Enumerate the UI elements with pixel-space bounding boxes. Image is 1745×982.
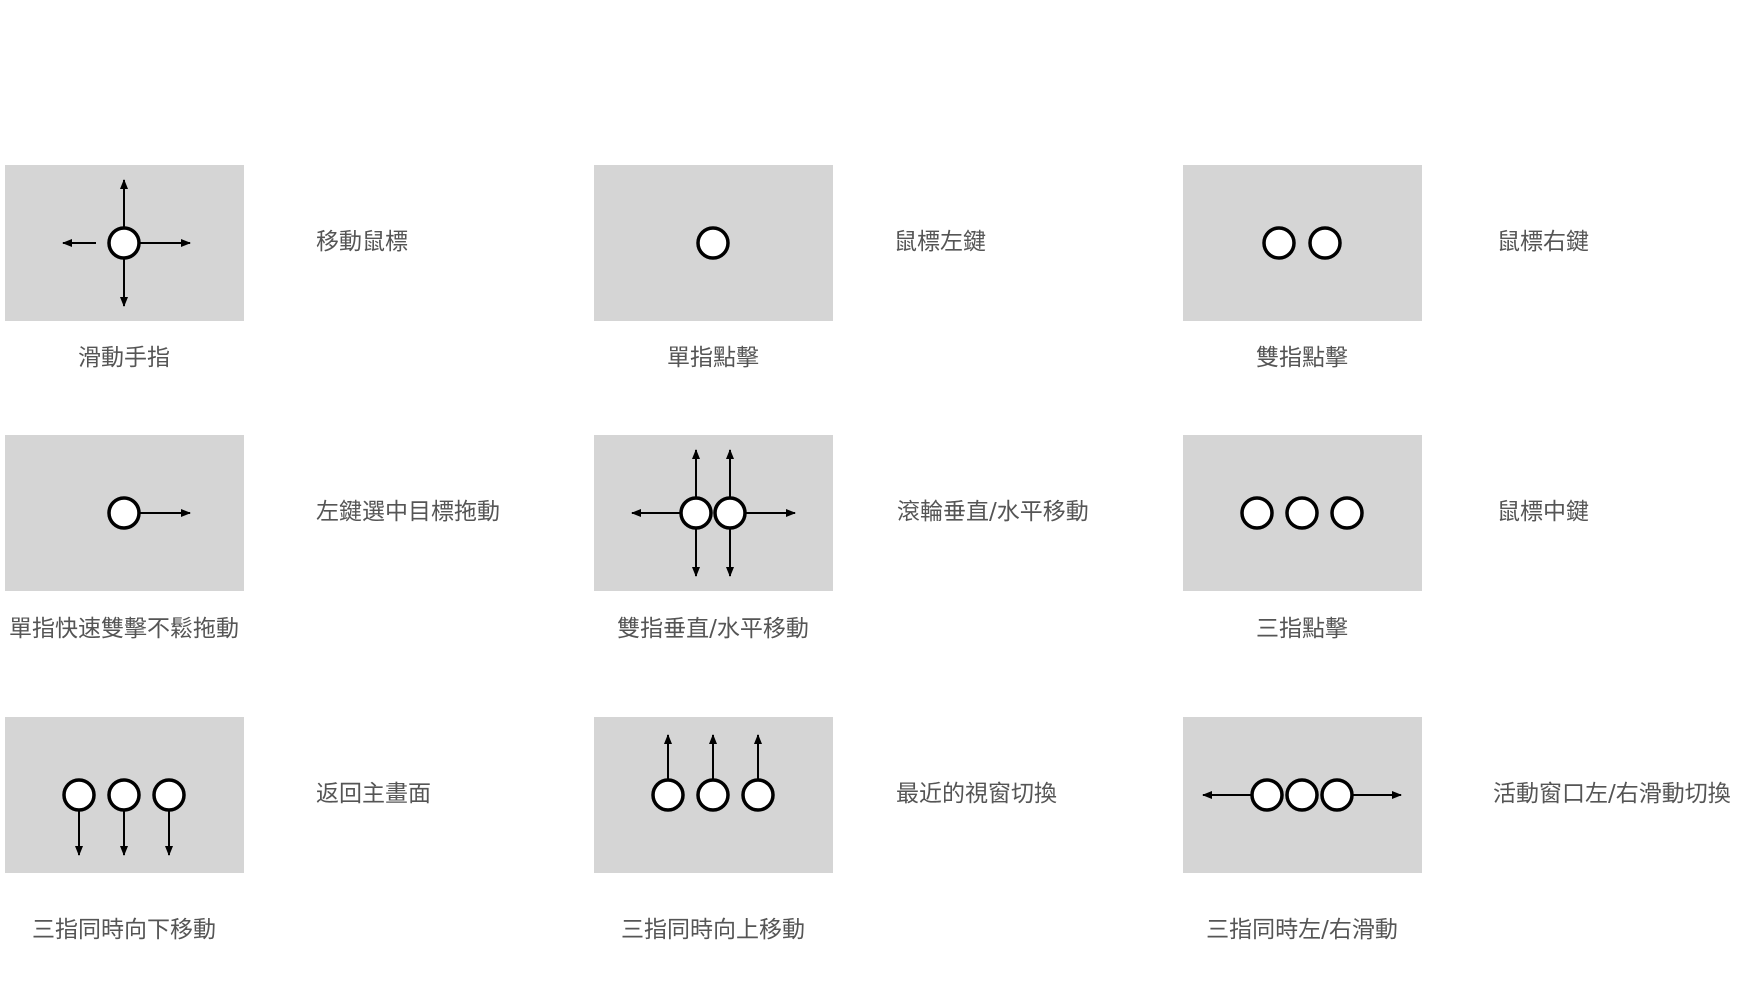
three-finger-swipe-down-icon — [62, 778, 186, 856]
gesture-action-label: 最近的視窗切換 — [896, 781, 1057, 807]
gesture-panel — [1183, 165, 1422, 321]
gesture-action-label: 鼠標左鍵 — [894, 229, 986, 255]
gesture-caption: 單指快速雙擊不鬆拖動 — [9, 616, 239, 642]
gesture-action-label: 活動窗口左/右滑動切換 — [1493, 781, 1731, 807]
gesture-action-label: 移動鼠標 — [316, 229, 408, 255]
gesture-panel — [594, 435, 833, 591]
gesture-action-label: 滾輪垂直/水平移動 — [897, 499, 1089, 525]
one-finger-four-way-arrows-icon — [62, 179, 191, 307]
gesture-panel — [5, 717, 244, 873]
three-finger-swipe-up-icon — [651, 734, 775, 812]
gesture-action-label: 鼠標右鍵 — [1497, 229, 1589, 255]
gesture-action-label: 返回主畫面 — [316, 781, 431, 807]
gesture-caption: 三指同時向上移動 — [621, 917, 805, 943]
three-finger-tap-icon — [1240, 496, 1364, 530]
gesture-panel — [1183, 717, 1422, 873]
gesture-panel — [1183, 435, 1422, 591]
gesture-caption: 三指點擊 — [1256, 616, 1348, 642]
gesture-caption: 單指點擊 — [667, 345, 759, 371]
gesture-caption: 雙指垂直/水平移動 — [617, 616, 809, 642]
gesture-caption: 雙指點擊 — [1256, 345, 1348, 371]
gesture-panel — [5, 435, 244, 591]
two-finger-tap-icon — [1262, 226, 1342, 260]
gesture-panel — [594, 717, 833, 873]
one-finger-tap-icon — [696, 226, 730, 260]
one-finger-drag-right-icon — [107, 496, 191, 530]
gesture-caption: 三指同時向下移動 — [32, 917, 216, 943]
gesture-panel — [594, 165, 833, 321]
gesture-panel — [5, 165, 244, 321]
gesture-caption: 三指同時左/右滑動 — [1206, 917, 1398, 943]
gesture-action-label: 鼠標中鍵 — [1497, 499, 1589, 525]
gesture-caption: 滑動手指 — [78, 345, 170, 371]
gesture-action-label: 左鍵選中目標拖動 — [316, 499, 500, 525]
three-finger-swipe-left-right-icon — [1202, 778, 1402, 812]
two-finger-four-way-arrows-icon — [631, 449, 796, 577]
